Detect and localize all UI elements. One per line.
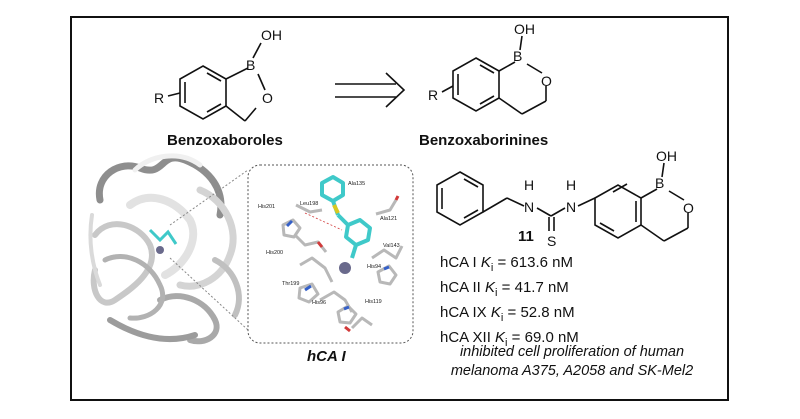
benzoxaborinines-label: Benzoxaborinines (419, 132, 549, 149)
residue-thr199: Thr199 (282, 281, 299, 287)
figure-frame (70, 16, 729, 401)
nh1-h-label: H (524, 177, 534, 193)
activity-row: hCA I Ki = 613.6 nM (440, 253, 579, 278)
ki-symbol: K (480, 254, 491, 271)
docking-enzyme-label: hCA I (307, 348, 346, 365)
note-line-2: melanoma A375, A2058 and SK-Mel2 (450, 363, 694, 379)
r-group-label: R (154, 90, 164, 106)
cell-proliferation-note: inhibited cell proliferation of human me… (418, 343, 726, 381)
activity-value: = 613.6 nM (497, 254, 573, 271)
ki-symbol: K (490, 304, 501, 321)
nh2-h-label: H (566, 177, 576, 193)
residue-his119: His119 (365, 299, 382, 305)
ki-symbol: K (485, 279, 496, 296)
activity-value: = 41.7 nM (501, 279, 569, 296)
ki-subscript: i (495, 287, 498, 299)
ki-subscript: i (500, 312, 504, 324)
boron-label: B (246, 57, 255, 73)
activity-value: = 52.8 nM (507, 304, 575, 321)
activity-row: hCA IX Ki = 52.8 nM (440, 303, 579, 328)
ki-subscript: i (505, 337, 508, 349)
sulfur-label: S (547, 233, 556, 249)
r-group-label-2: R (428, 87, 438, 103)
ki-subscript: i (490, 262, 494, 274)
activity-value: = 69.0 nM (511, 329, 579, 346)
residue-his94: His94 (367, 264, 381, 270)
oh-label-3: OH (656, 148, 677, 164)
residue-ala121: Ala121 (380, 216, 397, 222)
activity-row: hCA II Ki = 41.7 nM (440, 278, 579, 303)
activity-enzyme: hCA II (440, 279, 481, 296)
boron-label-2: B (513, 48, 522, 64)
oxygen-label-3: O (683, 200, 694, 216)
activity-enzyme: hCA IX (440, 304, 487, 321)
oxygen-label: O (262, 90, 273, 106)
residue-val143: Val143 (383, 243, 400, 249)
activity-enzyme: hCA XII (440, 329, 491, 346)
activity-row: hCA XII Ki = 69.0 nM (440, 328, 579, 353)
oh-label-2: OH (514, 21, 535, 37)
residue-leu198: Leu198 (300, 201, 318, 207)
note-line-1: inhibited cell proliferation of human (459, 344, 685, 360)
compound-number: 11 (518, 228, 534, 245)
nh1-n-label: N (524, 199, 534, 215)
residue-his200: His200 (266, 250, 283, 256)
benzoxaboroles-label: Benzoxaboroles (167, 132, 283, 149)
oh-label: OH (261, 27, 282, 43)
residue-ala135: Ala135 (348, 181, 365, 187)
boron-label-3: B (655, 175, 664, 191)
nh2-n-label: N (566, 199, 576, 215)
residue-his96: His96 (312, 300, 326, 306)
oxygen-label-2: O (541, 73, 552, 89)
activity-enzyme: hCA I (440, 254, 477, 271)
ki-symbol: K (495, 329, 506, 346)
residue-his201: His201 (258, 204, 275, 210)
